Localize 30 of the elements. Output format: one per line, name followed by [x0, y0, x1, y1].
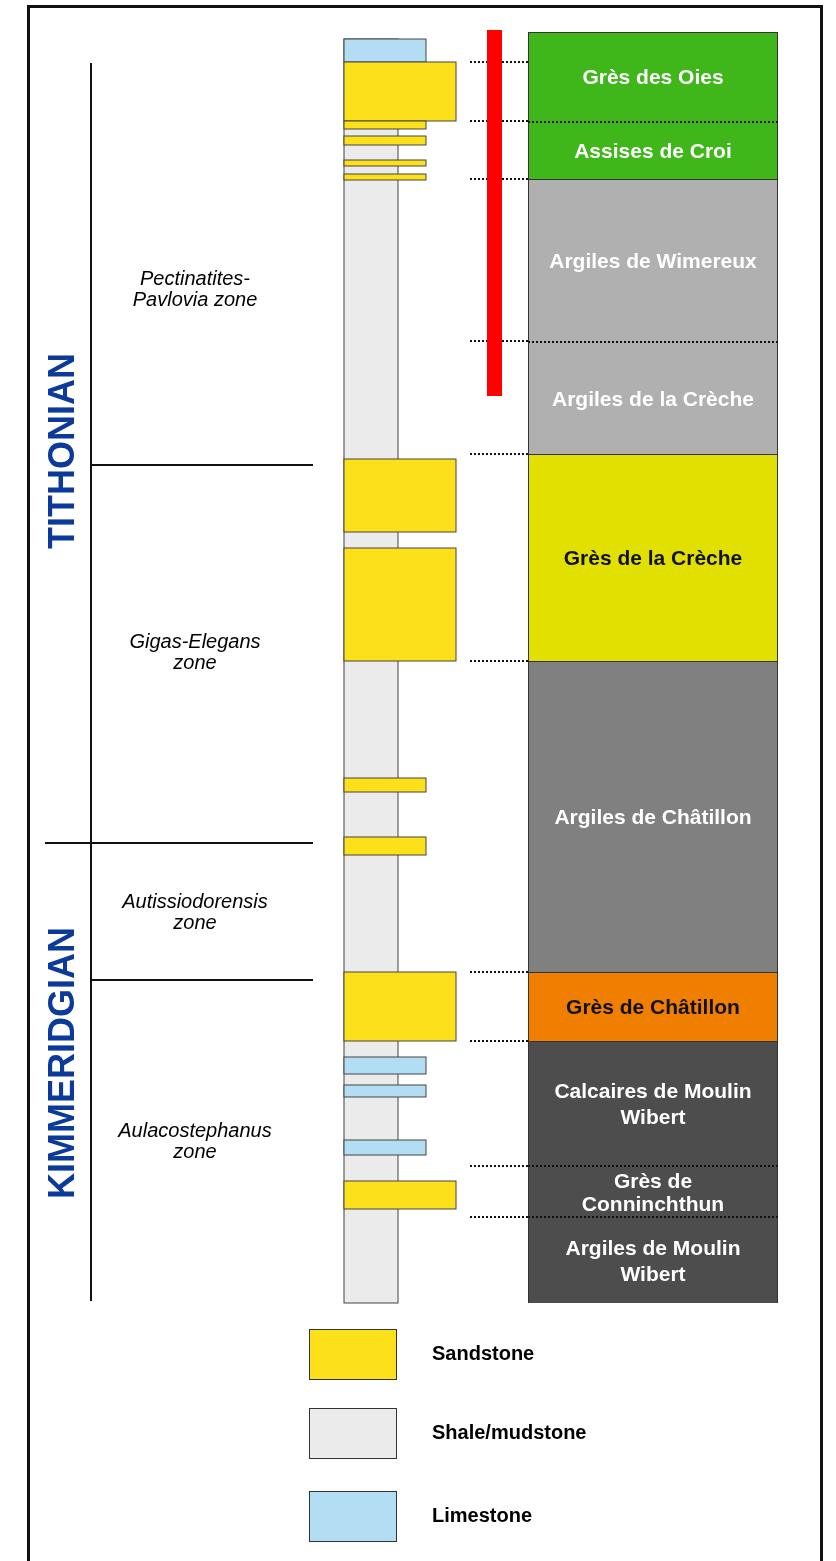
- formation-band: [528, 454, 778, 661]
- zone-name: Aulacostephanus zone: [116, 1120, 273, 1162]
- formation-name: Grès de Conninchthun: [580, 1168, 726, 1215]
- formation-name: Assises de Croi: [573, 138, 733, 164]
- zone-name: Autissiodorensis zone: [120, 891, 269, 933]
- formation-name: Grès des Oies: [581, 64, 725, 90]
- formation-band: [528, 661, 778, 972]
- formation-band: [528, 1041, 778, 1165]
- formation-band: [528, 32, 778, 121]
- formation-name: Calcaires de Moulin Wibert: [553, 1077, 753, 1130]
- range-bar: [487, 30, 502, 396]
- formation-name: Argiles de Wimereux: [548, 247, 758, 274]
- formation-name: Argiles de la Crèche: [551, 385, 755, 412]
- formation-band: [528, 121, 778, 179]
- formation-band: [528, 972, 778, 1041]
- legend-label: Sandstone: [432, 1342, 535, 1365]
- formation-name: Grès de Châtillon: [565, 994, 741, 1020]
- formation-name: Argiles de Moulin Wibert: [564, 1234, 742, 1287]
- formation-band: [528, 341, 778, 454]
- stage-name: TITHONIAN: [41, 353, 83, 549]
- formation-band: [528, 179, 778, 341]
- zone-name: Pectinatites-Pavlovia zone: [131, 268, 259, 310]
- legend-label: Shale/mudstone: [432, 1421, 587, 1444]
- formation-band: [528, 1216, 778, 1303]
- formation-name: Argiles de Châtillon: [553, 804, 753, 830]
- stage-name: KIMMERIDGIAN: [41, 927, 83, 1199]
- legend-label: Limestone: [432, 1504, 533, 1527]
- formation-band: [528, 1165, 778, 1216]
- zone-name: Gigas-Elegans zone: [128, 631, 262, 673]
- formation-name: Grès de la Crèche: [562, 545, 744, 571]
